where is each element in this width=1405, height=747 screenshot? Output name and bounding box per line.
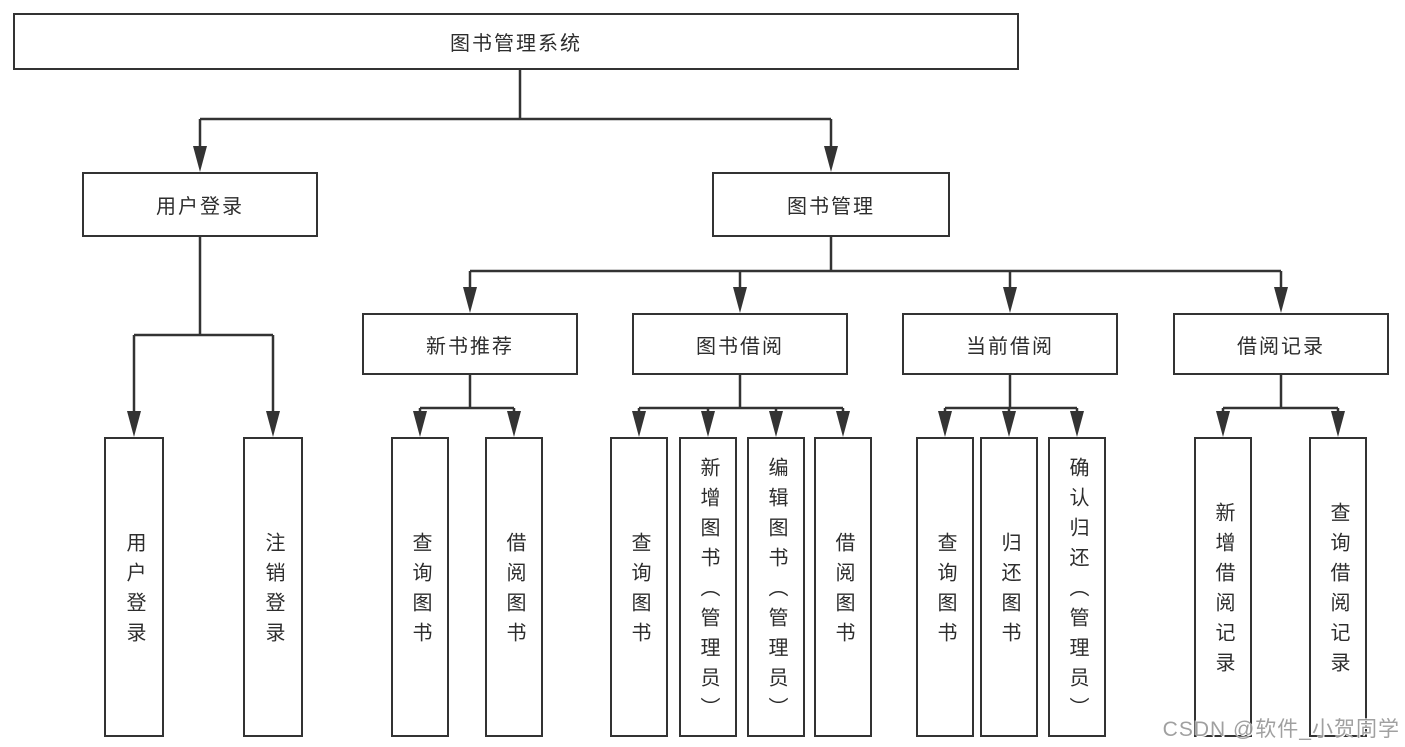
leaf-recommend-borrow-books: 借阅图书 bbox=[485, 437, 543, 737]
arrow-icon bbox=[413, 411, 427, 437]
arrow-icon bbox=[1003, 287, 1017, 313]
leaf-borrowing-query-books: 查询图书 bbox=[610, 437, 668, 737]
leaf-borrowing-edit-books-admin: 编辑图书（管理员） bbox=[747, 437, 805, 737]
arrow-icon bbox=[701, 411, 715, 437]
arrow-icon bbox=[463, 287, 477, 313]
arrow-icon bbox=[938, 411, 952, 437]
arrow-icon bbox=[1216, 411, 1230, 437]
leaf-logout: 注销登录 bbox=[243, 437, 303, 737]
leaf-user-login: 用户登录 bbox=[104, 437, 164, 737]
node-library-management-system: 图书管理系统 bbox=[13, 13, 1019, 70]
arrow-icon bbox=[769, 411, 783, 437]
arrow-icon bbox=[836, 411, 850, 437]
node-user-login: 用户登录 bbox=[82, 172, 318, 237]
leaf-borrowing-borrow-books: 借阅图书 bbox=[814, 437, 872, 737]
leaf-records-query-borrow-record: 查询借阅记录 bbox=[1309, 437, 1367, 737]
leaf-records-add-borrow-record: 新增借阅记录 bbox=[1194, 437, 1252, 737]
leaf-current-query-books: 查询图书 bbox=[916, 437, 974, 737]
leaf-borrowing-add-books-admin: 新增图书（管理员） bbox=[679, 437, 737, 737]
node-book-borrowing: 图书借阅 bbox=[632, 313, 848, 375]
leaf-current-confirm-return-admin: 确认归还（管理员） bbox=[1048, 437, 1106, 737]
arrow-icon bbox=[1002, 411, 1016, 437]
node-book-management: 图书管理 bbox=[712, 172, 950, 237]
arrow-icon bbox=[266, 411, 280, 437]
arrow-icon bbox=[824, 146, 838, 172]
arrow-icon bbox=[127, 411, 141, 437]
watermark: CSDN @软件_小贺同学 bbox=[1162, 718, 1400, 741]
arrow-icon bbox=[507, 411, 521, 437]
arrow-icon bbox=[632, 411, 646, 437]
node-new-book-recommendation: 新书推荐 bbox=[362, 313, 578, 375]
arrow-icon bbox=[1331, 411, 1345, 437]
arrow-icon bbox=[1070, 411, 1084, 437]
arrow-icon bbox=[1274, 287, 1288, 313]
node-current-borrowing: 当前借阅 bbox=[902, 313, 1118, 375]
arrow-icon bbox=[193, 146, 207, 172]
node-borrowing-records: 借阅记录 bbox=[1173, 313, 1389, 375]
arrow-icon bbox=[733, 287, 747, 313]
leaf-current-return-books: 归还图书 bbox=[980, 437, 1038, 737]
leaf-recommend-query-books: 查询图书 bbox=[391, 437, 449, 737]
